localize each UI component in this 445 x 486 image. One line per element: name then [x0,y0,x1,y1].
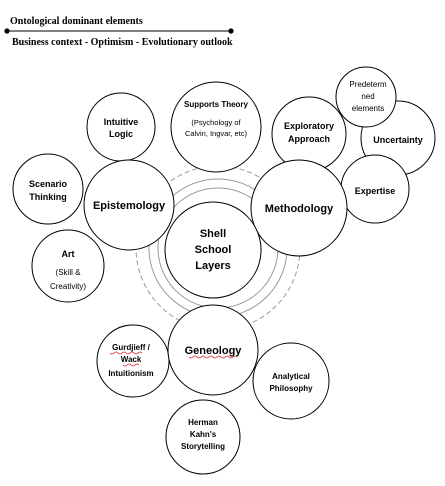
label-herman-line-2: Kahn's [190,430,217,439]
label-art-line-1: Art [62,249,75,259]
label-predetermined-line-1: Predeterm [349,80,387,89]
label-expertise: Expertise [355,186,396,196]
label-scenario-line-2: Thinking [29,192,67,202]
node-methodology [250,159,348,257]
header-line-end-dot [228,28,234,34]
label-gurdjieff-line-3: Intuitionism [108,369,153,378]
label-scenario-line-1: Scenario [29,179,68,189]
node-scenario-thinking [12,153,84,225]
label-methodology: Methodology [265,203,334,215]
label-gurdjieff-line-1: Gurdjieff / [112,343,151,352]
label-herman-line-3: Storytelling [181,442,225,451]
node-geneology [167,304,259,396]
spellcheck-underline-wack [122,363,140,367]
label-supports-theory-line-3: Calvin, Ingvar, etc) [185,129,248,138]
node-herman-kahn [165,399,241,475]
label-supports-theory-line-1: Supports Theory [184,100,249,109]
node-predetermined-elements [335,66,397,128]
label-exploratory-line-2: Approach [288,134,330,144]
header-title: Ontological dominant elements [10,16,143,27]
label-analytical-line-2: Philosophy [269,384,313,393]
node-supports-theory [170,81,262,173]
label-center-line-1: Shell [200,228,226,240]
label-gurdjieff-line-2: Wack [121,355,142,364]
label-geneology: Geneology [185,345,243,357]
spellcheck-underline-geneology [188,355,238,359]
label-herman-line-1: Herman [188,418,218,427]
label-supports-theory-line-2: (Psychology of [191,118,241,127]
spellcheck-underline-gurdjieff [109,351,143,355]
node-center [164,201,262,299]
label-art-line-3: Creativity) [50,282,86,291]
header-subtitle: Business context - Optimism - Evolutiona… [12,37,233,48]
label-intuitive-logic-line-2: Logic [109,129,133,139]
label-predetermined-line-3: elements [352,104,384,113]
node-intuitive-logic [86,92,156,162]
label-art-line-2: (Skill & [56,268,82,277]
node-art [31,229,105,303]
node-epistemology [83,159,175,251]
header-line-start-dot [4,28,10,34]
label-intuitive-logic-line-1: Intuitive [104,117,139,127]
label-exploratory-line-1: Exploratory [284,121,334,131]
label-center-line-2: School [195,244,232,256]
label-predetermined-line-2: ned [361,92,374,101]
label-analytical-line-1: Analytical [272,372,310,381]
label-epistemology: Epistemology [93,200,166,212]
label-center-line-3: Layers [195,260,230,272]
label-uncertainty: Uncertainty [373,135,423,145]
node-analytical-philosophy [252,342,330,420]
